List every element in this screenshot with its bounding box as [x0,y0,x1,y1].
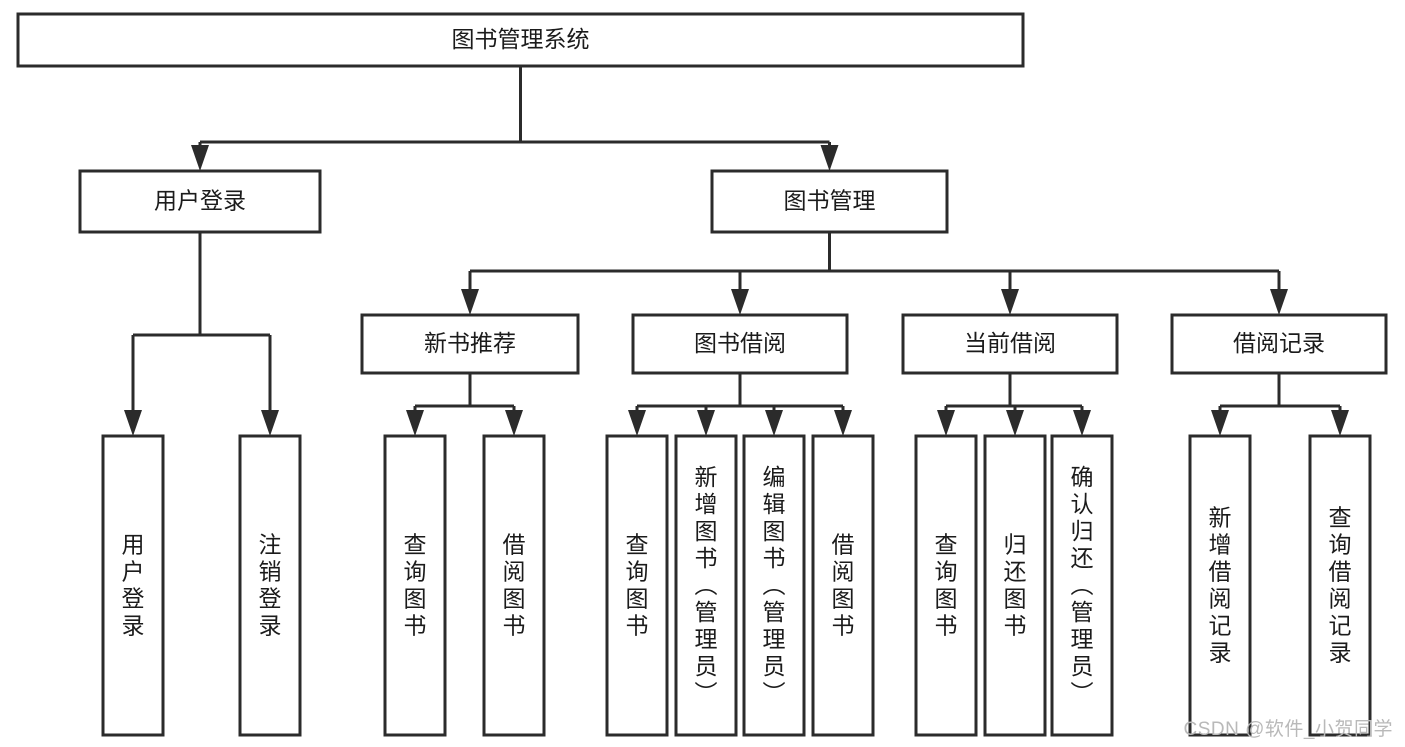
node-box-leaf-logout[interactable] [238,434,302,737]
connector-layer [124,66,1349,436]
node-box-user-login[interactable] [78,169,322,234]
node-current-borrow[interactable]: 当前借阅 [901,313,1119,375]
node-box-current-borrow[interactable] [901,313,1119,375]
node-box-leaf-query-book-3[interactable] [914,434,978,737]
node-box-leaf-add-book[interactable] [674,434,738,737]
node-box-leaf-borrow-book-1[interactable] [482,434,546,737]
node-book-borrow[interactable]: 图书借阅 [631,313,849,375]
node-layer: 图书管理系统用户登录图书管理新书推荐图书借阅当前借阅借阅记录用户登录注销登录查询… [16,12,1388,737]
node-leaf-user-login[interactable]: 用户登录 [101,434,165,737]
node-box-leaf-user-login[interactable] [101,434,165,737]
node-box-leaf-query-book-2[interactable] [605,434,669,737]
node-user-login[interactable]: 用户登录 [78,169,322,234]
node-leaf-return-book[interactable]: 归还图书 [983,434,1047,737]
node-label-new-book-rec: 新书推荐 [424,330,516,356]
node-box-book-manage[interactable] [710,169,949,234]
node-label-leaf-user-login: 用户登录 [122,532,145,639]
node-label-current-borrow: 当前借阅 [964,330,1056,356]
node-label-leaf-query-book-3: 查询图书 [935,532,958,639]
node-borrow-record[interactable]: 借阅记录 [1170,313,1388,375]
node-leaf-query-book-3[interactable]: 查询图书 [914,434,978,737]
node-book-manage[interactable]: 图书管理 [710,169,949,234]
csdn-watermark: CSDN @软件_小贺同学 [1183,719,1393,740]
node-leaf-query-book-2[interactable]: 查询图书 [605,434,669,737]
node-label-book-borrow: 图书借阅 [694,330,786,356]
node-label-leaf-query-book-1: 查询图书 [404,532,427,639]
node-leaf-edit-book[interactable]: 编辑图书︵管理员︶ [742,434,806,737]
node-label-root: 图书管理系统 [452,26,590,52]
node-leaf-borrow-book-1[interactable]: 借阅图书 [482,434,546,737]
node-box-leaf-borrow-book-2[interactable] [811,434,875,737]
node-label-book-manage: 图书管理 [784,188,876,214]
node-leaf-query-record[interactable]: 查询借阅记录 [1308,434,1372,737]
node-box-book-borrow[interactable] [631,313,849,375]
node-label-leaf-add-book: 新增图书︵管理员︶ [695,464,718,706]
node-label-leaf-query-record: 查询借阅记录 [1329,505,1352,666]
node-box-root[interactable] [16,12,1025,68]
node-leaf-logout[interactable]: 注销登录 [238,434,302,737]
node-leaf-add-book[interactable]: 新增图书︵管理员︶ [674,434,738,737]
node-label-leaf-edit-book: 编辑图书︵管理员︶ [763,464,786,706]
node-label-leaf-query-book-2: 查询图书 [626,532,649,639]
node-box-leaf-confirm-return[interactable] [1050,434,1114,737]
node-label-user-login: 用户登录 [154,188,246,214]
node-label-leaf-return-book: 归还图书 [1004,532,1027,639]
node-leaf-add-record[interactable]: 新增借阅记录 [1188,434,1252,737]
node-box-leaf-query-record[interactable] [1308,434,1372,737]
node-box-borrow-record[interactable] [1170,313,1388,375]
node-new-book-rec[interactable]: 新书推荐 [360,313,580,375]
node-label-leaf-borrow-book-1: 借阅图书 [503,532,526,639]
node-label-borrow-record: 借阅记录 [1233,330,1325,356]
node-box-leaf-return-book[interactable] [983,434,1047,737]
node-root[interactable]: 图书管理系统 [16,12,1025,68]
node-leaf-borrow-book-2[interactable]: 借阅图书 [811,434,875,737]
node-label-leaf-logout: 注销登录 [259,532,282,639]
node-box-leaf-add-record[interactable] [1188,434,1252,737]
node-leaf-query-book-1[interactable]: 查询图书 [383,434,447,737]
node-label-leaf-confirm-return: 确认归还︵管理员︶ [1071,464,1094,706]
node-box-leaf-query-book-1[interactable] [383,434,447,737]
node-label-leaf-borrow-book-2: 借阅图书 [832,532,855,639]
node-box-new-book-rec[interactable] [360,313,580,375]
node-label-leaf-add-record: 新增借阅记录 [1209,505,1232,666]
node-leaf-confirm-return[interactable]: 确认归还︵管理员︶ [1050,434,1114,737]
node-box-leaf-edit-book[interactable] [742,434,806,737]
